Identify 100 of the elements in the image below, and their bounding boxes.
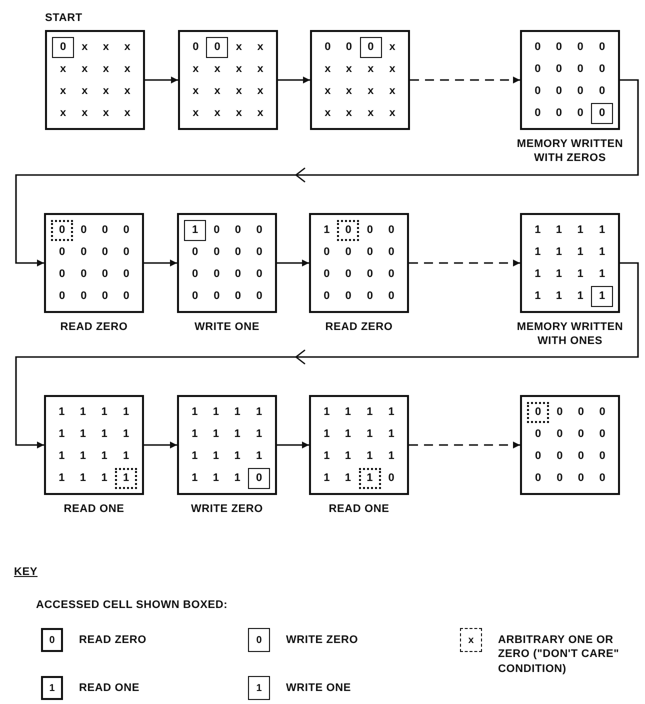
cell-value: 1 xyxy=(534,290,541,302)
cell-value: x xyxy=(324,63,331,75)
cell-value: x xyxy=(82,63,88,75)
cell-value: x xyxy=(192,107,199,119)
cell-value: 0 xyxy=(324,246,330,258)
cell-value: 1 xyxy=(388,450,394,462)
memory-grid xyxy=(178,30,278,130)
cell-value: 1 xyxy=(324,428,330,440)
key-description: WRITE ONE xyxy=(286,681,352,696)
cell-value: 0 xyxy=(80,224,87,236)
cell-value: 0 xyxy=(192,246,198,258)
cell-value: 1 xyxy=(234,406,240,418)
cell-value: x xyxy=(389,41,396,53)
cell-value: 0 xyxy=(556,472,563,484)
cell-value: 1 xyxy=(101,450,108,462)
cell-value: 0 xyxy=(102,268,108,280)
cell-value: 1 xyxy=(212,450,220,462)
memory-grid xyxy=(309,213,409,313)
memory-grid xyxy=(520,213,620,313)
cell-value: 1 xyxy=(256,450,262,462)
cell-value: x xyxy=(214,63,220,75)
cell-value: x xyxy=(60,63,66,75)
memory-grid xyxy=(520,395,620,495)
cell-value: 0 xyxy=(324,268,330,280)
cell-value: 0 xyxy=(534,472,542,484)
cell-value: 1 xyxy=(344,406,352,418)
cell-value: 0 xyxy=(578,428,584,440)
cell-value: 1 xyxy=(192,472,198,484)
cell-value: 0 xyxy=(578,406,584,418)
cell-value: 1 xyxy=(577,224,584,236)
cell-value: x xyxy=(82,85,88,97)
cell-value: 1 xyxy=(192,428,198,440)
cell-value: 1 xyxy=(366,406,373,418)
cell-value: 0 xyxy=(346,41,352,53)
cell-value: 1 xyxy=(58,406,65,418)
cell-value: 0 xyxy=(58,290,66,302)
step-caption: WRITE ZERO xyxy=(190,502,264,516)
cell-value: 1 xyxy=(577,246,584,258)
cell-value: 0 xyxy=(256,224,262,236)
cell-value: 1 xyxy=(534,246,541,258)
cell-value: 0 xyxy=(556,406,563,418)
cell-value: 0 xyxy=(192,290,198,302)
cell-value: x xyxy=(389,85,396,97)
cell-value: 1 xyxy=(324,450,330,462)
cell-value: x xyxy=(124,85,130,97)
cell-value: 1 xyxy=(344,472,352,484)
cell-value: 1 xyxy=(234,450,240,462)
cell-value: 1 xyxy=(556,224,562,236)
cell-value: 0 xyxy=(214,246,220,258)
cell-value: 1 xyxy=(598,224,606,236)
cell-value: 0 xyxy=(102,224,108,236)
cell-value: 0 xyxy=(234,224,242,236)
cell-value: 1 xyxy=(101,472,108,484)
key-sample-cell: 1 xyxy=(41,676,63,700)
cell-value: 0 xyxy=(556,63,562,75)
cell-value: 0 xyxy=(256,246,262,258)
cell-value: 1 xyxy=(344,428,352,440)
cell-value: 0 xyxy=(234,246,242,258)
cell-value: 0 xyxy=(534,450,542,462)
cell-value: 0 xyxy=(556,450,563,462)
cell-value: 0 xyxy=(388,246,394,258)
step-caption: READ ZERO xyxy=(324,320,394,334)
cell-value: 0 xyxy=(599,428,606,440)
cell-value: 0 xyxy=(577,63,584,75)
cell-value: 1 xyxy=(234,428,240,440)
cell-value: 1 xyxy=(598,246,606,258)
cell-value: x xyxy=(257,85,264,97)
key-sample-cell: 1 xyxy=(248,676,270,700)
cell-value: 0 xyxy=(366,268,374,280)
accessed-cell: 0 xyxy=(591,102,613,124)
cell-value: 0 xyxy=(599,450,606,462)
cell-value: 0 xyxy=(388,268,394,280)
cell-value: 0 xyxy=(556,41,562,53)
accessed-cell: 0 xyxy=(51,220,73,240)
cell-value: 1 xyxy=(80,450,86,462)
cell-value: 1 xyxy=(324,224,330,236)
cell-value: x xyxy=(236,85,242,97)
cell-value: 1 xyxy=(256,406,262,418)
cell-value: 1 xyxy=(534,268,541,280)
cell-value: 0 xyxy=(80,290,87,302)
cell-value: 1 xyxy=(534,224,541,236)
cell-value: 1 xyxy=(80,472,86,484)
cell-value: 0 xyxy=(599,406,606,418)
accessed-cell: 0 xyxy=(206,36,228,58)
cell-value: 1 xyxy=(324,472,330,484)
step-caption: MEMORY WRITTEN WITH ONES xyxy=(516,320,624,349)
cell-value: 0 xyxy=(256,268,262,280)
cell-value: 0 xyxy=(578,450,584,462)
memory-grid xyxy=(310,30,410,130)
cell-value: 0 xyxy=(58,268,66,280)
cell-value: 0 xyxy=(80,246,87,258)
cell-value: x xyxy=(257,63,264,75)
cell-value: 0 xyxy=(577,107,584,119)
cell-value: x xyxy=(102,63,110,75)
cell-value: x xyxy=(192,63,199,75)
cell-value: 0 xyxy=(534,85,541,97)
cell-value: 0 xyxy=(388,472,394,484)
cell-value: x xyxy=(82,41,88,53)
memory-grid xyxy=(45,30,145,130)
cell-value: 1 xyxy=(556,268,562,280)
